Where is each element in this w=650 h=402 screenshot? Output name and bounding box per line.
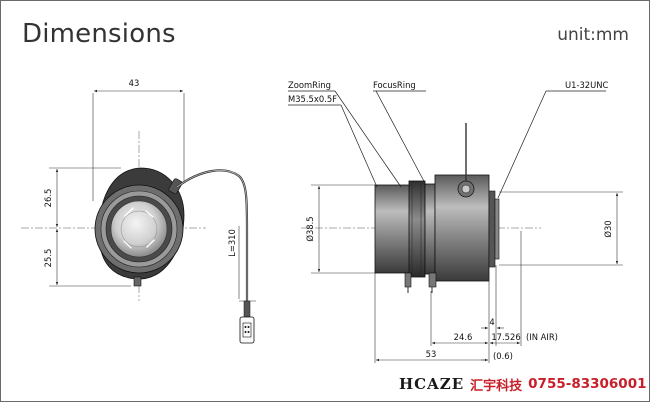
in-air-label: (IN AIR) [526,332,558,342]
front-upper-height-dim: 26.5 [43,189,53,208]
phone-number: 0755-83306001 [528,376,647,392]
brand-footer: HCAZE 汇宇科技 0755-83306001 [399,374,646,394]
front-view: 43 26.5 25.5 [21,78,256,344]
mount-thread-label: U1-32UNC [565,80,609,90]
diameter-38-5-dim: Ø38.5 [305,216,315,241]
cable-length-dim: L=310 [227,229,237,257]
dim-4: 4 [489,317,494,327]
zoom-ring-label: ZoomRing [288,80,331,90]
dim-17-526: 17.526 [491,332,520,342]
dim-53: 53 [426,349,437,359]
brand-chinese-name: 汇宇科技 [470,378,523,394]
front-lower-height-dim: 25.5 [43,249,53,268]
dim-0-6: (0.6) [493,351,513,361]
side-view: Ø38.5 Ø30 ZoomRin [288,80,623,363]
unit-label: unit:mm [557,25,629,45]
page-title: Dimensions [22,19,176,49]
focus-ring-label: FocusRing [373,80,416,90]
diameter-30-dim: Ø30 [603,220,613,237]
dim-24-6: 24.6 [454,332,473,342]
thread-label: M35.5x0.5F [288,94,337,104]
brand-logo: HCAZE [399,375,465,393]
front-width-dim: 43 [129,78,140,88]
